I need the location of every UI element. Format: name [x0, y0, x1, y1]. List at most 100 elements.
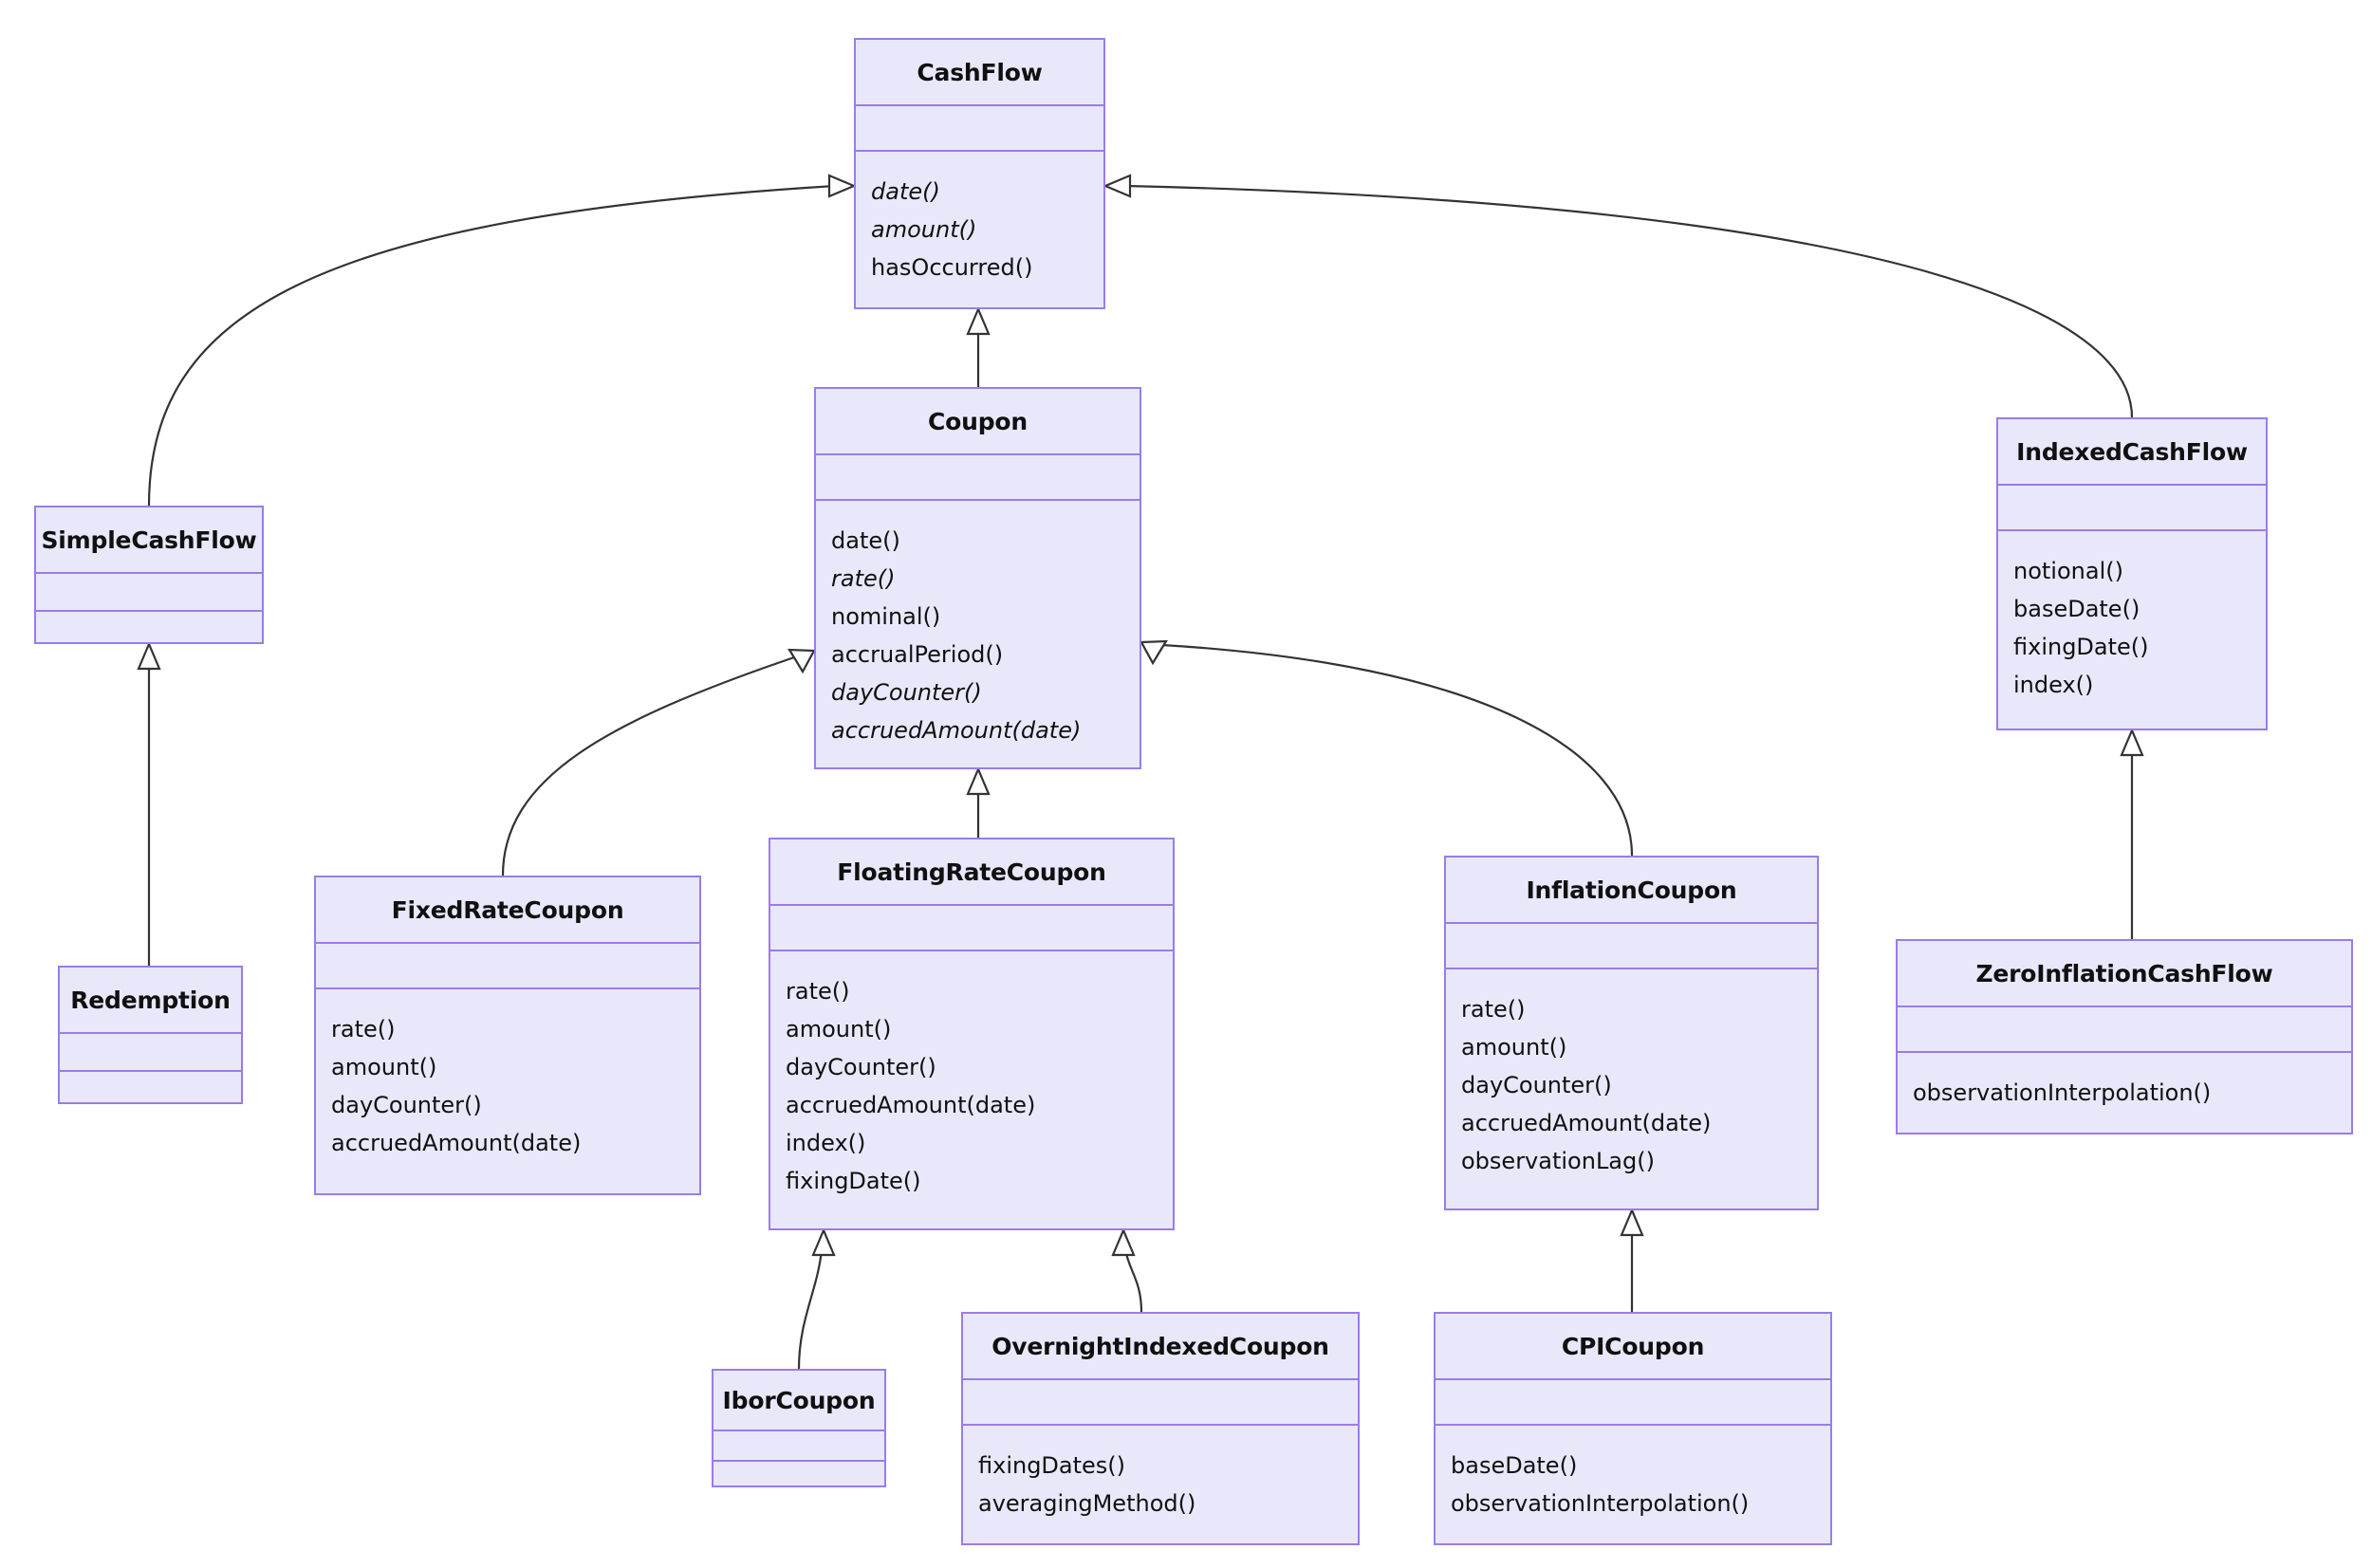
inheritance-arrowhead-icon	[1620, 1208, 1644, 1237]
class-methods-compartment	[713, 1460, 884, 1485]
method-label: fixingDate()	[2013, 634, 2149, 660]
class-attributes-compartment	[713, 1430, 884, 1460]
class-methods-compartment: baseDate() observationInterpolation()	[1436, 1424, 1830, 1543]
generalization-edge-iborcoupon-to-floatingratecoupon	[797, 1227, 836, 1370]
inheritance-arrowhead-icon	[787, 648, 816, 674]
edge-line	[797, 1248, 824, 1370]
method-label: date()	[871, 178, 940, 205]
method-label: amount()	[786, 1016, 892, 1042]
method-label: dayCounter()	[786, 1054, 936, 1080]
method-label: index()	[2013, 672, 2094, 698]
generalization-edge-fixedratecoupon-to-coupon	[501, 648, 816, 876]
class-name-label: ZeroInflationCashFlow	[1975, 959, 2273, 987]
class-attributes-compartment	[816, 453, 1140, 499]
generalization-edge-floatingratecoupon-to-coupon	[966, 766, 991, 838]
class-name-label: Coupon	[928, 407, 1028, 435]
method-label: dayCounter()	[1461, 1072, 1612, 1098]
inheritance-arrowhead-icon	[1103, 174, 1132, 198]
uml-class-simplecashflow[interactable]: SimpleCashFlow	[34, 506, 264, 644]
method-label: fixingDate()	[786, 1168, 921, 1194]
uml-class-overnightindexedcoupon[interactable]: OvernightIndexedCoupon fixingDates() avera…	[961, 1312, 1360, 1545]
class-name-label: Redemption	[70, 986, 231, 1014]
class-name-label: InflationCoupon	[1526, 876, 1737, 904]
class-methods-compartment	[36, 610, 262, 642]
class-methods-compartment: date()rate()nominal()accrualPeriod()dayC…	[816, 499, 1140, 767]
class-attributes-compartment	[856, 104, 1103, 150]
class-attributes-compartment	[963, 1378, 1358, 1424]
class-methods-compartment: rate() amount() dayCounter() accruedAmount(…	[1446, 968, 1817, 1208]
edge-line	[147, 184, 836, 507]
method-label: rate()	[331, 1016, 396, 1042]
method-label: notional()	[2013, 558, 2123, 584]
class-methods-compartment: observationInterpolation()	[1898, 1051, 2351, 1133]
generalization-edge-redemption-to-simplecashflow	[137, 641, 161, 966]
method-label: accruedAmount(date)	[831, 717, 1082, 744]
method-label: accruedAmount(date)	[1461, 1110, 1712, 1136]
class-methods-compartment: rate() amount() dayCounter() accruedAmount(…	[316, 987, 699, 1193]
uml-class-cpicoupon[interactable]: CPICoupon baseDate() observationInterpolat…	[1434, 1312, 1832, 1545]
uml-class-inflationcoupon[interactable]: InflationCoupon rate() amount() dayCounter(…	[1444, 856, 1819, 1210]
class-name-label: OvernightIndexedCoupon	[991, 1332, 1329, 1360]
uml-class-iborcoupon[interactable]: IborCoupon	[712, 1369, 886, 1487]
class-attributes-compartment	[1998, 484, 2266, 529]
generalization-edge-coupon-to-cashflow	[966, 306, 991, 387]
class-name-label: FixedRateCoupon	[391, 895, 624, 924]
method-label: observationInterpolation()	[1913, 1079, 2212, 1106]
generalization-edge-inflationcoupon-to-coupon	[1140, 639, 1634, 857]
class-attributes-compartment	[60, 1032, 241, 1070]
method-label: observationInterpolation()	[1451, 1490, 1750, 1517]
inheritance-arrowhead-icon	[1111, 1227, 1136, 1257]
inheritance-arrowhead-icon	[137, 641, 161, 671]
method-label: rate()	[831, 565, 896, 592]
method-label: observationLag()	[1461, 1148, 1655, 1174]
class-methods-compartment	[60, 1070, 241, 1102]
inheritance-arrowhead-icon	[1140, 639, 1169, 666]
generalization-edge-zeroinflationcashflow-to-indexedcashflow	[2120, 728, 2144, 939]
method-label: nominal()	[831, 603, 941, 630]
generalization-edge-cpicoupon-to-inflationcoupon	[1620, 1208, 1644, 1312]
method-label: dayCounter()	[331, 1092, 482, 1118]
edge-line	[1123, 1248, 1143, 1313]
method-label: averagingMethod()	[978, 1490, 1196, 1517]
method-label: date()	[831, 527, 900, 554]
generalization-edge-indexedcashflow-to-cashflow	[1103, 174, 2134, 418]
method-label: amount()	[871, 216, 977, 243]
class-methods-compartment: notional()baseDate()fixingDate()index()	[1998, 529, 2266, 729]
class-name-label: CPICoupon	[1561, 1332, 1705, 1360]
method-label: rate()	[1461, 996, 1526, 1023]
inheritance-arrowhead-icon	[966, 766, 991, 796]
method-label: amount()	[1461, 1034, 1567, 1061]
method-label: baseDate()	[1451, 1452, 1578, 1479]
class-name-label: IndexedCashFlow	[2016, 437, 2248, 466]
generalization-edge-overnightindexedcoupon-to-floatingratecoupon	[1111, 1227, 1143, 1313]
class-methods-compartment: date() amount() hasOccurred()	[856, 150, 1103, 307]
class-methods-compartment: fixingDates() averagingMethod()	[963, 1424, 1358, 1543]
class-attributes-compartment	[316, 942, 699, 987]
class-name-label: IborCoupon	[722, 1386, 876, 1414]
method-label: accruedAmount(date)	[331, 1130, 582, 1156]
uml-class-fixedratecoupon[interactable]: FixedRateCoupon rate() amount() dayCounter(…	[314, 876, 701, 1195]
method-label: rate()	[786, 978, 850, 1005]
method-label: fixingDates()	[978, 1452, 1126, 1479]
edge-line	[501, 655, 798, 876]
method-label: amount()	[331, 1054, 437, 1080]
class-attributes-compartment	[1898, 1005, 2351, 1051]
class-attributes-compartment	[1446, 922, 1817, 968]
uml-class-redemption[interactable]: Redemption	[58, 966, 243, 1104]
class-methods-compartment: rate() amount() dayCounter() accruedAmount(…	[770, 950, 1173, 1228]
method-label: hasOccurred()	[871, 254, 1033, 281]
uml-class-zeroinflationcashflow[interactable]: ZeroInflationCashFlow observationInterpol…	[1896, 939, 2353, 1134]
class-attributes-compartment	[1436, 1378, 1830, 1424]
method-label: accruedAmount(date)	[786, 1092, 1036, 1118]
edge-line	[1161, 643, 1634, 857]
inheritance-arrowhead-icon	[2120, 728, 2144, 757]
class-attributes-compartment	[770, 904, 1173, 950]
inheritance-arrowhead-icon	[827, 174, 857, 198]
class-name-label: SimpleCashFlow	[41, 526, 257, 554]
inheritance-arrowhead-icon	[966, 306, 991, 336]
